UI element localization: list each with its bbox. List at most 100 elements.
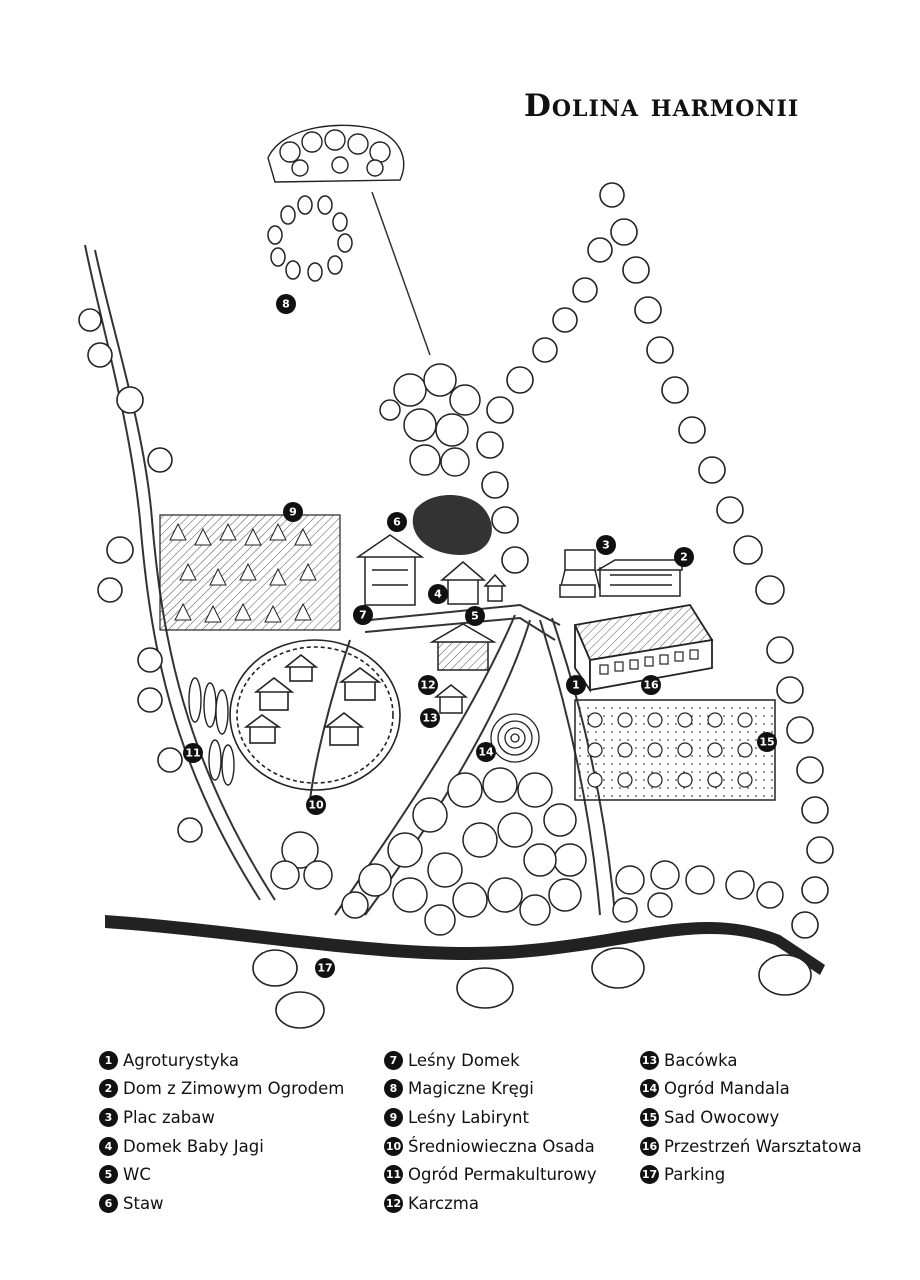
legend-label: Leśny Labirynt (408, 1107, 529, 1127)
mandala-garden (490, 713, 540, 763)
map-marker-16[interactable]: 16 (641, 675, 661, 695)
marker-number: 3 (602, 539, 610, 552)
map-marker-14[interactable]: 14 (476, 742, 496, 762)
map-marker-13[interactable]: 13 (420, 708, 440, 728)
stone-circle (267, 195, 353, 282)
legend-label: WC (123, 1165, 151, 1185)
marker-number: 8 (282, 298, 290, 311)
legend-number: 7 (384, 1050, 403, 1070)
legend-number: 5 (99, 1165, 118, 1185)
map-marker-2[interactable]: 2 (674, 547, 694, 567)
legend-number: 3 (99, 1107, 118, 1127)
legend-label: Plac zabaw (123, 1107, 215, 1127)
legend-label: Agroturystyka (123, 1050, 239, 1070)
main-road (105, 915, 825, 975)
legend-number: 9 (384, 1107, 403, 1127)
pond (412, 495, 492, 555)
marker-number: 5 (471, 610, 479, 623)
forest-bottom (270, 767, 784, 936)
map-marker-10[interactable]: 10 (306, 795, 326, 815)
legend-number: 2 (99, 1079, 118, 1099)
map-marker-3[interactable]: 3 (596, 535, 616, 555)
legend-number: 8 (384, 1079, 403, 1099)
marker-number: 12 (420, 679, 435, 692)
legend-label: Magiczne Kręgi (408, 1079, 534, 1099)
map-illustration: 1 2 3 4 5 6 7 8 9 10 11 12 13 14 15 16 1… (78, 124, 834, 1029)
marker-number: 13 (422, 712, 437, 725)
marker-number: 2 (680, 551, 688, 564)
tree-cluster-center (379, 363, 481, 477)
legend-label: Parking (664, 1165, 726, 1185)
map-markers: 1 2 3 4 5 6 7 8 9 10 11 12 13 14 15 16 1… (183, 294, 777, 978)
permaculture-garden (188, 677, 235, 786)
map-marker-7[interactable]: 7 (353, 605, 373, 625)
map-marker-4[interactable]: 4 (428, 584, 448, 604)
legend-number: 12 (384, 1193, 403, 1213)
marker-number: 16 (643, 679, 659, 692)
marker-number: 11 (185, 747, 200, 760)
legend-label: Sad Owocowy (664, 1107, 780, 1127)
legend-number: 4 (99, 1136, 118, 1156)
legend-label: Średniowieczna Osada (408, 1136, 595, 1156)
legend-number: 16 (640, 1136, 659, 1156)
marker-number: 9 (289, 506, 297, 519)
map-marker-9[interactable]: 9 (283, 502, 303, 522)
marker-number: 6 (393, 516, 401, 529)
marker-number: 15 (759, 736, 774, 749)
map-marker-11[interactable]: 11 (183, 743, 203, 763)
map-marker-15[interactable]: 15 (757, 732, 777, 752)
legend-number: 15 (640, 1107, 659, 1127)
orchard (574, 699, 776, 801)
forest-clump-top (267, 124, 405, 183)
playground-and-winter-garden (559, 549, 683, 598)
legend-number: 14 (640, 1079, 659, 1099)
legend-number: 11 (384, 1165, 403, 1185)
marker-number: 14 (478, 746, 494, 759)
map-marker-1[interactable]: 1 (566, 675, 586, 695)
forest-labyrinth (159, 514, 341, 631)
marker-number: 4 (434, 588, 442, 601)
marker-number: 1 (572, 679, 580, 692)
agrotourism-building (573, 604, 714, 693)
legend-label: Ogród Mandala (664, 1079, 790, 1099)
map-marker-17[interactable]: 17 (315, 958, 335, 978)
legend-number: 6 (99, 1193, 118, 1213)
parking-boulders (252, 947, 812, 1029)
legend-label: Domek Baby Jagi (123, 1136, 264, 1156)
legend-label: Ogród Permakulturowy (408, 1165, 597, 1185)
map-marker-6[interactable]: 6 (387, 512, 407, 532)
medieval-settlement (229, 639, 401, 791)
legend-label: Leśny Domek (408, 1050, 520, 1070)
legend-number: 10 (384, 1136, 403, 1156)
marker-number: 10 (308, 799, 324, 812)
map-marker-5[interactable]: 5 (465, 606, 485, 626)
legend-label: Karczma (408, 1193, 479, 1213)
legend-number: 1 (99, 1050, 118, 1070)
map-title: Dolina harmonii (524, 88, 800, 124)
map-marker-8[interactable]: 8 (276, 294, 296, 314)
legend-number: 13 (640, 1050, 659, 1070)
legend-label: Staw (123, 1193, 164, 1213)
map-marker-12[interactable]: 12 (418, 675, 438, 695)
legend-label: Przestrzeń Warsztatowa (664, 1136, 862, 1156)
inn-and-shepherd-hut (429, 623, 497, 714)
